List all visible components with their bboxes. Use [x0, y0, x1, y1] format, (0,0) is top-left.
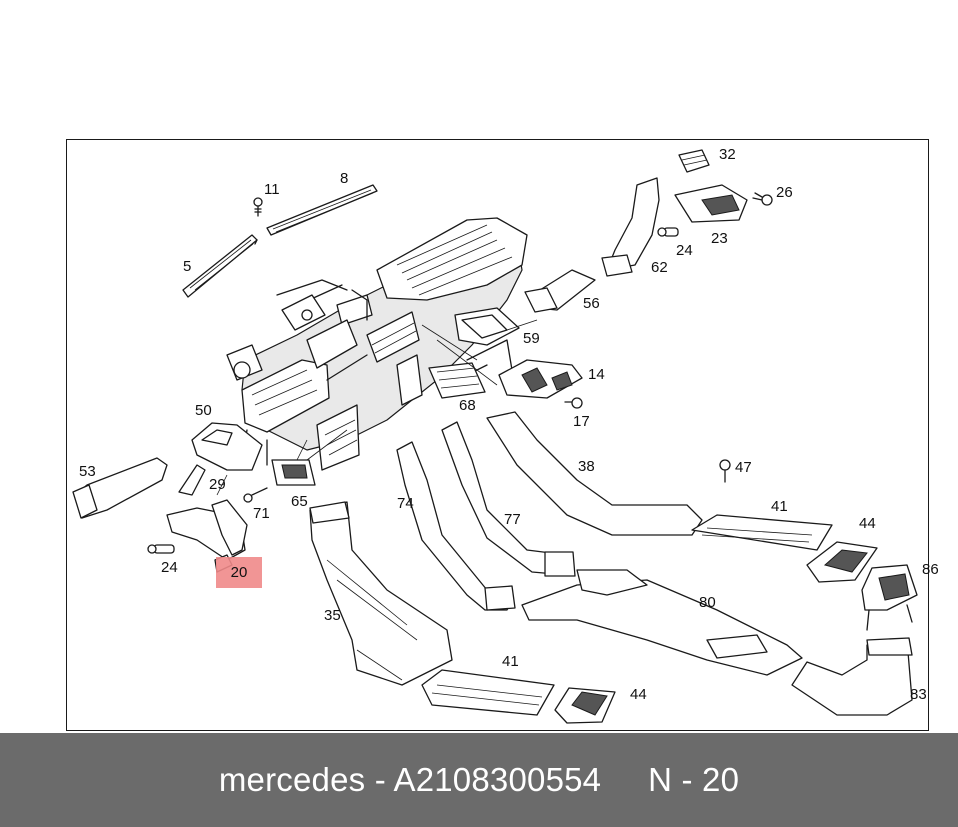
part-86-rear-vent	[861, 564, 918, 631]
label-part-20-highlighted: 20	[230, 564, 248, 581]
label-part-80: 80	[699, 594, 716, 611]
part-5-defroster-strip	[182, 234, 258, 298]
footer-separator: -	[374, 761, 386, 798]
label-part-65: 65	[291, 493, 308, 510]
label-part-74: 74	[397, 495, 414, 512]
part-24-bulb-lower	[147, 544, 175, 554]
part-62-curved-duct	[601, 177, 660, 277]
part-80-floor-duct	[521, 569, 803, 676]
part-41-vent-upper	[691, 514, 833, 551]
part-38-rear-duct	[486, 411, 703, 536]
part-59-vent-outlet	[454, 307, 520, 346]
label-part-32: 32	[719, 146, 736, 163]
part-24-bulb-upper	[657, 227, 679, 237]
label-part-86: 86	[922, 561, 939, 578]
part-47-screw	[719, 459, 731, 483]
part-29-clip	[178, 464, 206, 496]
part-50-duct	[191, 422, 263, 471]
part-17-screw	[564, 397, 583, 409]
highlighted-part-marker	[216, 557, 262, 588]
part-83-elbow-duct	[791, 637, 913, 716]
label-part-17: 17	[573, 413, 590, 430]
label-part-5: 5	[183, 258, 191, 275]
label-part-53: 53	[79, 463, 96, 480]
part-74-rear-duct	[396, 441, 516, 611]
label-part-38: 38	[578, 458, 595, 475]
label-part-59: 59	[523, 330, 540, 347]
parts-diagram-frame: 5 8 11 14 17 23 24 24 26 29 32 35 38 41 …	[66, 139, 939, 731]
part-44-grille-lower	[554, 687, 616, 724]
label-part-50: 50	[195, 402, 212, 419]
part-65-grille	[271, 459, 316, 486]
part-71-screw	[243, 487, 268, 503]
label-part-29: 29	[209, 476, 226, 493]
parts-diagram: 5 8 11 14 17 23 24 24 26 29 32 35 38 41 …	[72, 146, 939, 724]
label-part-41-lower: 41	[502, 653, 519, 670]
label-part-41-upper: 41	[771, 498, 788, 515]
part-26-screw	[752, 192, 773, 206]
part-41-vent-lower	[421, 669, 555, 716]
part-32-connector	[678, 149, 710, 173]
part-53-duct	[72, 457, 168, 519]
footer-brand: mercedes	[218, 761, 366, 798]
part-68-small-vent	[428, 362, 486, 399]
label-part-71: 71	[253, 505, 270, 522]
label-part-62: 62	[651, 259, 668, 276]
part-77-rear-duct	[441, 421, 576, 577]
footer-caption: mercedes - A2108300554 N - 20	[219, 761, 739, 799]
part-56-duct	[524, 269, 596, 313]
label-part-26: 26	[776, 184, 793, 201]
label-part-11: 11	[264, 181, 280, 198]
part-23-center-vent	[674, 184, 748, 223]
label-part-83: 83	[910, 686, 927, 703]
label-part-68: 68	[459, 397, 476, 414]
part-35-footwell-duct	[309, 501, 453, 686]
label-part-23: 23	[711, 230, 728, 247]
footer-part-number: A2108300554	[393, 761, 602, 798]
part-14-side-vent	[498, 359, 583, 399]
label-part-47: 47	[735, 459, 752, 476]
label-part-77: 77	[504, 511, 521, 528]
label-part-56: 56	[583, 295, 600, 312]
part-8-defroster-strip	[266, 184, 378, 236]
label-part-14: 14	[588, 366, 605, 383]
part-heater-housing	[226, 217, 528, 471]
label-part-44-upper: 44	[859, 515, 876, 532]
footer-bar: mercedes - A2108300554 N - 20	[0, 733, 958, 827]
part-11-screw	[253, 197, 263, 217]
label-part-8: 8	[340, 170, 348, 187]
label-part-24-lower: 24	[161, 559, 178, 576]
label-part-44-lower: 44	[630, 686, 647, 703]
part-44-grille-upper	[806, 541, 878, 583]
label-part-24-upper: 24	[676, 242, 693, 259]
footer-position-label: N - 20	[648, 761, 740, 798]
part-labels: 5 8 11 14 17 23 24 24 26 29 32 35 38 41 …	[79, 146, 939, 703]
label-part-35: 35	[324, 607, 341, 624]
leader-lines	[216, 319, 538, 496]
